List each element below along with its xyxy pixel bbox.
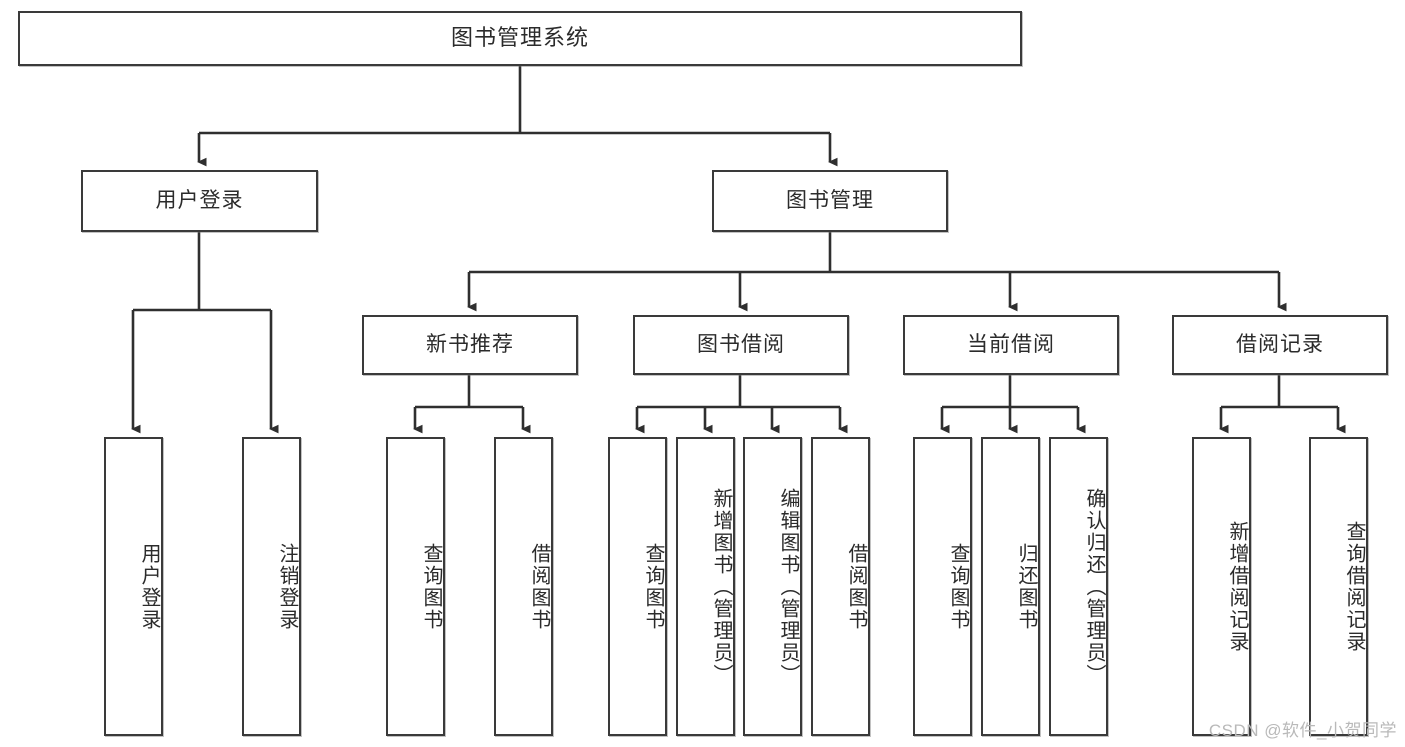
leaf-new-book-borrow-book[interactable]: 借阅图书 xyxy=(494,437,553,736)
leaf-label: 归还图书 xyxy=(1015,542,1037,631)
leaf-user-login-logout[interactable]: 注销登录 xyxy=(242,437,301,736)
leaf-label: 注销登录 xyxy=(276,542,298,631)
leaf-label: 查询借阅记录 xyxy=(1343,520,1365,653)
leaf-label: 借阅图书 xyxy=(845,542,867,631)
leaf-book-borrow-add-book-admin[interactable]: 新增图书（管理员） xyxy=(676,437,735,736)
leaf-book-borrow-edit-book-admin[interactable]: 编辑图书（管理员） xyxy=(743,437,802,736)
leaf-current-borrow-return-book[interactable]: 归还图书 xyxy=(981,437,1040,736)
leaf-borrow-record-add-record[interactable]: 新增借阅记录 xyxy=(1192,437,1251,736)
node-book-management[interactable]: 图书管理 xyxy=(712,170,948,232)
leaf-label: 借阅图书 xyxy=(528,542,550,631)
leaf-label: 查询图书 xyxy=(947,542,969,631)
node-current-borrow[interactable]: 当前借阅 xyxy=(903,315,1119,375)
leaf-user-login-login[interactable]: 用户登录 xyxy=(104,437,163,736)
node-borrow-record[interactable]: 借阅记录 xyxy=(1172,315,1388,375)
leaf-new-book-query-book[interactable]: 查询图书 xyxy=(386,437,445,736)
node-root-book-management-system[interactable]: 图书管理系统 xyxy=(18,11,1022,66)
leaf-borrow-record-query-record[interactable]: 查询借阅记录 xyxy=(1309,437,1368,736)
leaf-label: 新增图书（管理员） xyxy=(710,487,732,686)
leaf-label: 查询图书 xyxy=(642,542,664,631)
leaf-label: 编辑图书（管理员） xyxy=(777,487,799,686)
leaf-book-borrow-query-book[interactable]: 查询图书 xyxy=(608,437,667,736)
leaf-label: 用户登录 xyxy=(138,542,160,631)
leaf-current-borrow-query-book[interactable]: 查询图书 xyxy=(913,437,972,736)
leaf-current-borrow-confirm-return-admin[interactable]: 确认归还（管理员） xyxy=(1049,437,1108,736)
leaf-label: 确认归还（管理员） xyxy=(1083,487,1105,686)
node-user-login[interactable]: 用户登录 xyxy=(81,170,318,232)
node-new-book-recommend[interactable]: 新书推荐 xyxy=(362,315,578,375)
node-book-borrow[interactable]: 图书借阅 xyxy=(633,315,849,375)
leaf-label: 查询图书 xyxy=(420,542,442,631)
watermark: CSDN @软件_小贺同学 xyxy=(1208,721,1397,740)
leaf-label: 新增借阅记录 xyxy=(1226,520,1248,653)
leaf-book-borrow-borrow-book[interactable]: 借阅图书 xyxy=(811,437,870,736)
